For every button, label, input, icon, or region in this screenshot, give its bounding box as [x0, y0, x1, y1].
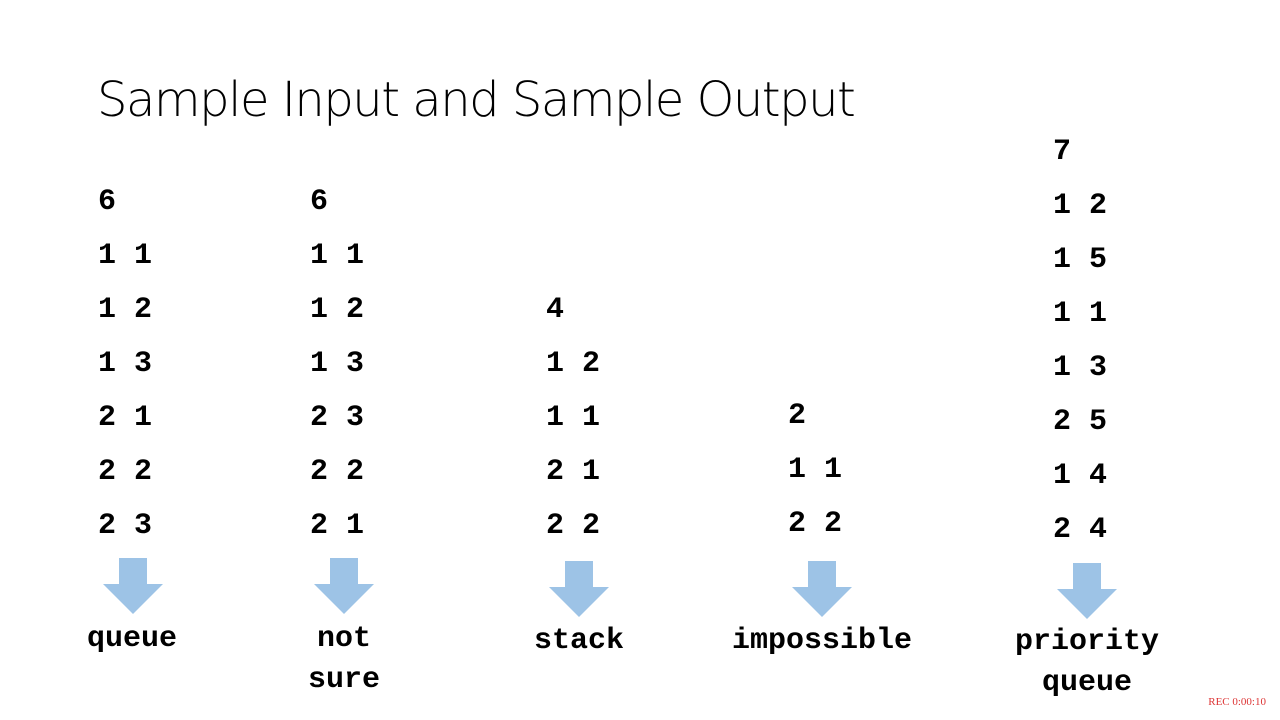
input-line: 2 2 — [788, 507, 843, 541]
input-line: 1 3 — [310, 347, 365, 381]
input-line: 4 — [546, 293, 565, 327]
input-line: 2 3 — [98, 509, 153, 543]
input-line: 2 2 — [546, 509, 601, 543]
slide-title: Sample Input and Sample Output — [97, 72, 856, 128]
input-line: 1 3 — [1053, 351, 1108, 385]
input-line: 6 — [310, 185, 329, 219]
output-line: priority — [1014, 625, 1160, 659]
input-line: 1 5 — [1053, 243, 1108, 277]
input-line: 2 1 — [98, 401, 153, 435]
input-line: 1 1 — [310, 239, 365, 273]
output-line: queue — [1041, 666, 1132, 700]
example-2-output: not sure — [284, 619, 404, 701]
input-line: 1 1 — [788, 453, 843, 487]
input-line: 1 2 — [546, 347, 601, 381]
input-line: 1 2 — [1053, 189, 1108, 223]
input-line: 2 2 — [98, 455, 153, 489]
input-line: 2 4 — [1053, 513, 1108, 547]
example-5-input: 7 1 2 1 5 1 1 1 3 2 5 1 4 2 4 — [1053, 125, 1107, 557]
input-line: 6 — [98, 185, 117, 219]
output-line: queue — [86, 622, 177, 656]
input-line: 1 1 — [1053, 297, 1108, 331]
down-arrow-icon — [1057, 563, 1117, 619]
input-line: 2 1 — [546, 455, 601, 489]
output-line: not — [316, 622, 371, 656]
input-line: 2 3 — [310, 401, 365, 435]
input-line: 2 — [788, 399, 807, 433]
output-line: impossible — [731, 624, 913, 658]
input-line: 2 5 — [1053, 405, 1108, 439]
input-line: 1 3 — [98, 347, 153, 381]
input-line: 2 2 — [310, 455, 365, 489]
output-line: sure — [307, 663, 380, 697]
example-4-input: 2 1 1 2 2 — [788, 389, 842, 551]
example-5-output: priority queue — [977, 622, 1197, 704]
output-line: stack — [533, 624, 624, 658]
example-3-input: 4 1 2 1 1 2 1 2 2 — [546, 283, 600, 553]
down-arrow-icon — [792, 561, 852, 617]
input-line: 1 1 — [98, 239, 153, 273]
example-1-input: 6 1 1 1 2 1 3 2 1 2 2 2 3 — [98, 175, 152, 553]
example-1-output: queue — [72, 619, 192, 660]
down-arrow-icon — [103, 558, 163, 614]
recording-timestamp: REC 0:00:10 — [1208, 696, 1266, 708]
input-line: 1 1 — [546, 401, 601, 435]
input-line: 1 2 — [98, 293, 153, 327]
example-4-output: impossible — [702, 621, 942, 662]
input-line: 1 4 — [1053, 459, 1108, 493]
example-3-output: stack — [519, 621, 639, 662]
input-line: 7 — [1053, 135, 1072, 169]
down-arrow-icon — [314, 558, 374, 614]
down-arrow-icon — [549, 561, 609, 617]
input-line: 1 2 — [310, 293, 365, 327]
example-2-input: 6 1 1 1 2 1 3 2 3 2 2 2 1 — [310, 175, 364, 553]
input-line: 2 1 — [310, 509, 365, 543]
